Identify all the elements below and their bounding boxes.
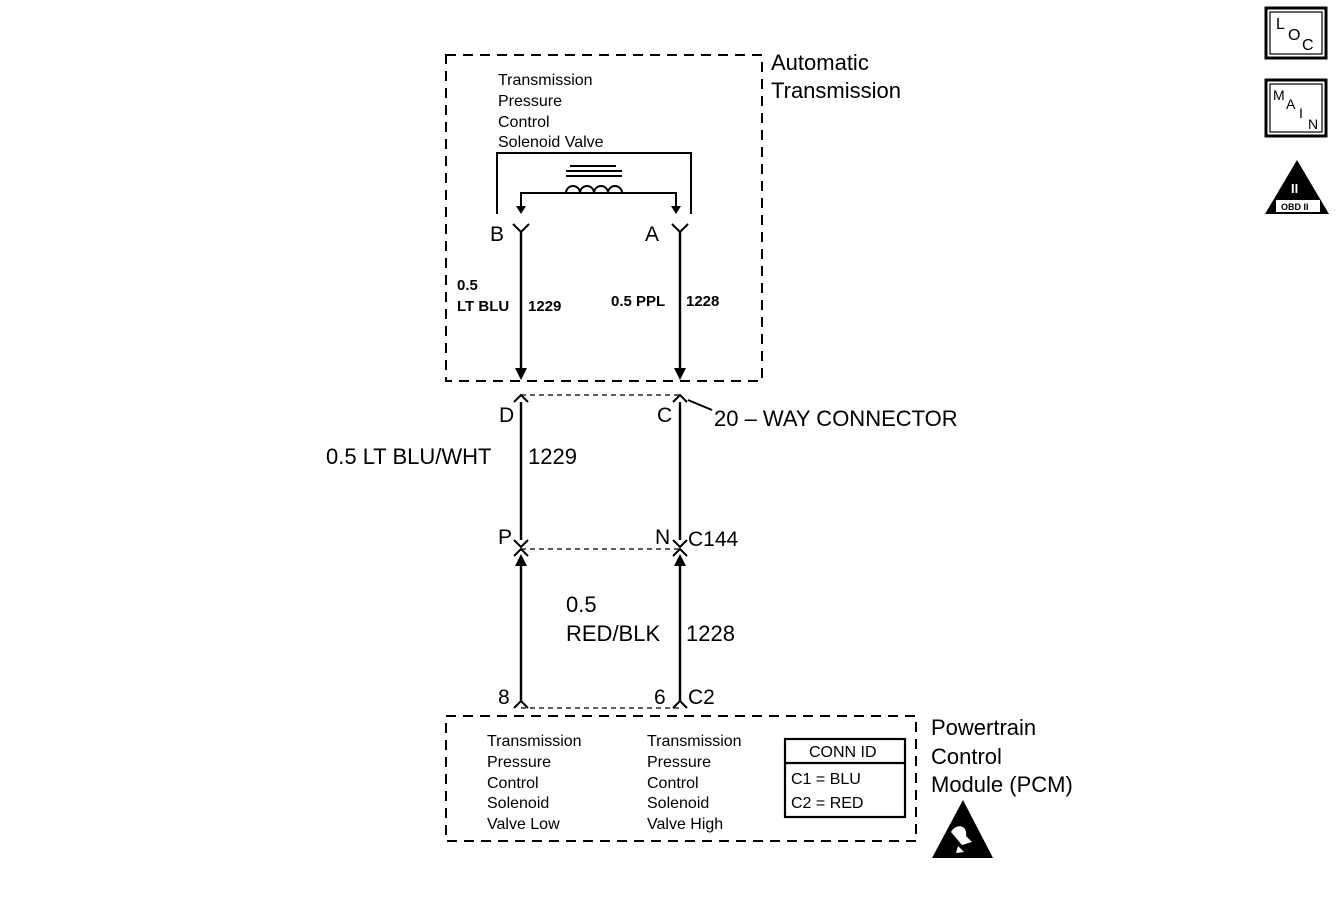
connector-20way-c-symbol [672,393,688,403]
wire-1229-upper-circuit: 1229 [528,298,561,315]
pcm-low-label-line5: Valve Low [487,816,560,833]
connector-c144-p-symbol [513,539,529,549]
pcm-low-label-line2: Pressure [487,754,551,771]
wire-1229-upper-gauge: 0.5 [457,277,478,294]
pcm-connector-pin8-symbol [513,699,529,709]
wire-1228-upper-gauge-color: 0.5 PPL [611,293,665,310]
svg-text:L: L [1276,16,1285,33]
pcm-low-label-line1: Transmission [487,733,582,750]
solenoid-label-line2: Pressure [498,93,562,110]
automatic-transmission-title-line2: Transmission [771,78,901,103]
automatic-transmission-boundary [445,54,763,382]
svg-text:A: A [1286,96,1296,112]
connector-20way-pin-d: D [499,404,514,427]
solenoid-coil-icon [565,185,623,194]
terminal-a-connector [671,223,689,234]
solenoid-valve-component [496,152,692,214]
pcm-title-line3: Module (PCM) [931,772,1073,797]
pcm-high-label-line2: Pressure [647,754,711,771]
pcm-boundary [445,715,917,842]
terminal-a-label: A [645,223,659,246]
connector-20way-d-symbol [513,393,529,403]
esd-warning-icon [932,800,993,858]
pcm-title-line2: Control [931,744,1002,769]
terminal-b-connector [512,223,530,234]
pcm-title-line1: Powertrain [931,715,1036,740]
solenoid-label-line3: Control [498,114,550,131]
svg-text:O: O [1288,27,1300,44]
pcm-high-label-line1: Transmission [647,733,742,750]
connector-c144-pin-p: P [498,526,512,549]
svg-text:C: C [1302,37,1314,54]
main-icon[interactable]: M A I N [1264,78,1328,138]
conn-id-row-c2: C2 = RED [791,795,863,812]
svg-text:I: I [1299,105,1303,121]
wire-1229-middle-gauge-color: 0.5 LT BLU/WHT [326,444,491,469]
pcm-high-label-line4: Solenoid [647,795,709,812]
pcm-low-label-line4: Solenoid [487,795,549,812]
automatic-transmission-title-line1: Automatic [771,50,869,75]
svg-text:II: II [1291,181,1298,196]
pcm-connector-pin6-symbol [672,699,688,709]
connector-20way-pin-c: C [657,404,672,427]
wire-1229-upper-color: LT BLU [457,298,509,315]
connector-c144-pin-n: N [655,526,670,549]
conn-id-table: CONN ID C1 = BLU C2 = RED [783,737,907,819]
pcm-low-label-line3: Control [487,775,539,792]
wire-1228-lower-color: RED/BLK [566,621,660,646]
wire-1228-lower-gauge: 0.5 [566,592,597,617]
conn-id-header: CONN ID [809,744,877,761]
pcm-high-label-line3: Control [647,775,699,792]
wire-1228-lower-circuit: 1228 [686,621,735,646]
wire-1228-upper-circuit: 1228 [686,293,719,310]
connector-c144-n-symbol [672,539,688,549]
solenoid-label-line4: Solenoid Valve [498,134,604,151]
svg-text:N: N [1308,116,1318,132]
connector-c144-label: C144 [688,528,739,551]
pcm-connector-pin-8: 8 [498,686,510,709]
conn-id-row-c1: C1 = BLU [791,771,861,788]
connector-20way-label: 20 – WAY CONNECTOR [714,406,958,431]
terminal-b-label: B [490,223,504,246]
svg-text:M: M [1273,87,1285,103]
obd-ii-icon[interactable]: II OBD II [1265,160,1329,214]
wire-1229-middle-circuit: 1229 [528,444,577,469]
pcm-connector-label: C2 [688,686,715,709]
pcm-connector-pin-6: 6 [654,686,666,709]
loc-icon[interactable]: L O C [1264,6,1328,60]
pcm-high-label-line5: Valve High [647,816,723,833]
svg-text:OBD II: OBD II [1281,202,1309,212]
solenoid-label-line1: Transmission [498,72,593,89]
